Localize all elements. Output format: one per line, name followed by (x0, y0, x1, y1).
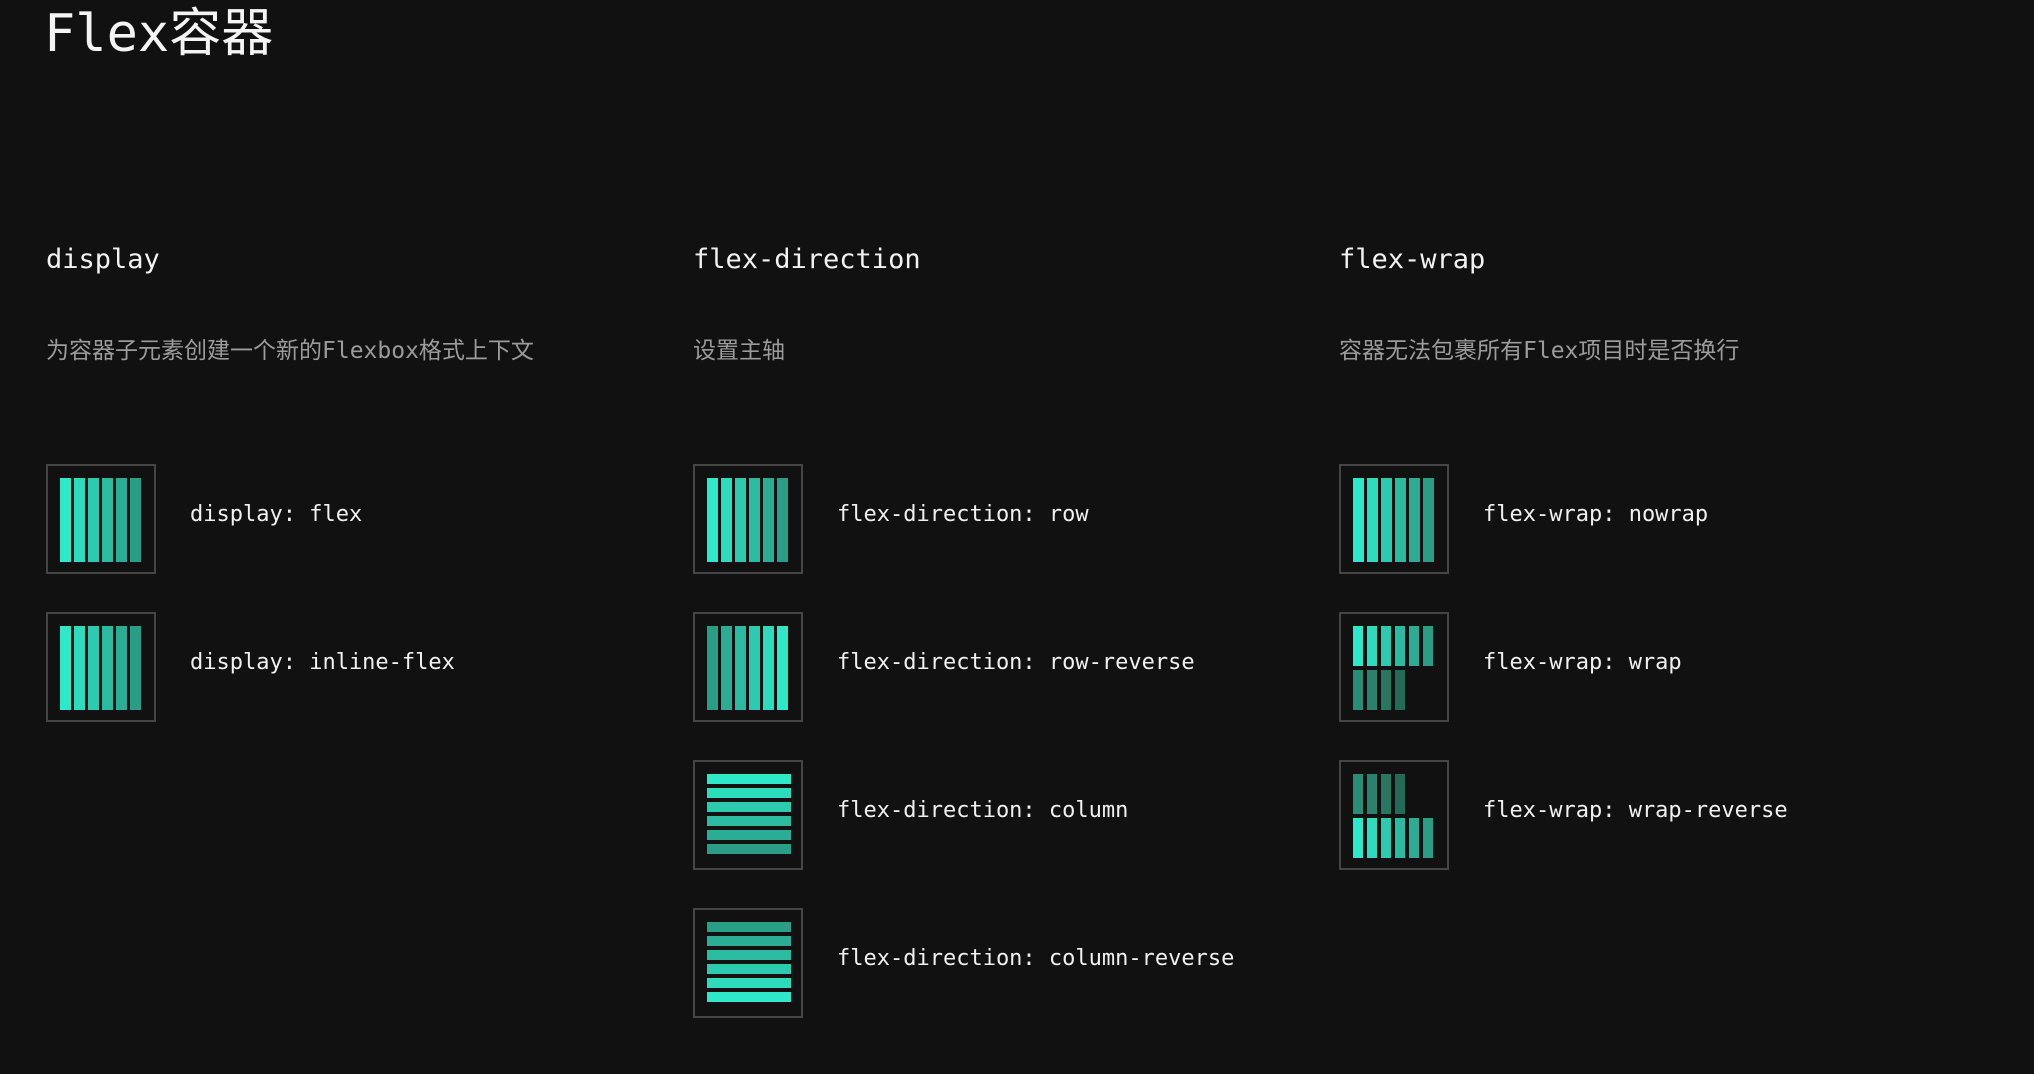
option-label: flex-direction: row-reverse (837, 650, 1195, 675)
flex-item-bar (88, 626, 99, 710)
flex-item-bar (88, 478, 99, 562)
flex-row-reverse-icon (693, 612, 803, 722)
flex-item-bar (1367, 818, 1377, 858)
flex-item-bar (707, 478, 718, 562)
option-display-flex[interactable]: display: flex (46, 464, 686, 574)
flex-item-bar (116, 478, 127, 562)
option-flex-direction-row-reverse[interactable]: flex-direction: row-reverse (693, 612, 1333, 722)
flex-item-bar (707, 964, 791, 974)
page-title: Flex容器 (44, 4, 274, 64)
flex-item-bar (74, 478, 85, 562)
flex-item-bar (1395, 818, 1405, 858)
flex-item-bar (130, 478, 141, 562)
flex-item-bar (1395, 670, 1405, 710)
section-heading: flex-direction (693, 244, 921, 275)
flex-item-bar (1423, 478, 1434, 562)
flex-item-bar (721, 478, 732, 562)
flex-row-icon (46, 612, 156, 722)
flex-item-bar (1381, 670, 1391, 710)
flex-item-bar (707, 936, 791, 946)
option-label: flex-wrap: nowrap (1483, 502, 1709, 527)
flex-item-bar (707, 992, 791, 1002)
option-flex-direction-column[interactable]: flex-direction: column (693, 760, 1333, 870)
flex-item-bar (763, 626, 774, 710)
flex-nowrap-icon (1339, 464, 1449, 574)
flex-item-bar (707, 978, 791, 988)
flex-item-bar (707, 802, 791, 812)
option-label: flex-wrap: wrap (1483, 650, 1682, 675)
flex-row-icon (46, 464, 156, 574)
flex-item-bar (735, 626, 746, 710)
flex-item-bar (1423, 626, 1433, 666)
flex-item-bar (1423, 818, 1433, 858)
flex-item-bar (777, 478, 788, 562)
flex-item-bar (707, 922, 791, 932)
option-flex-wrap-nowrap[interactable]: flex-wrap: nowrap (1339, 464, 1979, 574)
flex-item-bar (1395, 478, 1406, 562)
flex-wrap-reverse-icon (1339, 760, 1449, 870)
section-heading: display (46, 244, 160, 275)
option-label: flex-wrap: wrap-reverse (1483, 798, 1788, 823)
flex-column-icon (693, 760, 803, 870)
option-flex-direction-column-reverse[interactable]: flex-direction: column-reverse (693, 908, 1333, 1018)
flex-item-bar (707, 816, 791, 826)
flex-item-bar (1395, 774, 1405, 814)
flex-item-bar (102, 478, 113, 562)
flex-item-bar (1381, 626, 1391, 666)
section-description: 容器无法包裹所有Flex项目时是否换行 (1339, 338, 1740, 364)
flex-item-bar (1367, 478, 1378, 562)
flex-item-bar (1353, 626, 1363, 666)
flex-item-bar (721, 626, 732, 710)
flex-item-bar (735, 478, 746, 562)
option-flex-wrap-wrap-reverse[interactable]: flex-wrap: wrap-reverse (1339, 760, 1979, 870)
option-flex-wrap-wrap[interactable]: flex-wrap: wrap (1339, 612, 1979, 722)
option-label: flex-direction: column-reverse (837, 946, 1235, 971)
flex-item-bar (1353, 670, 1363, 710)
flex-item-bar (1367, 774, 1377, 814)
flex-wrap-icon (1339, 612, 1449, 722)
flex-item-bar (1367, 670, 1377, 710)
flex-item-bar (1409, 626, 1419, 666)
flex-item-bar (707, 844, 791, 854)
flex-item-bar (116, 626, 127, 710)
flex-item-bar (1353, 818, 1363, 858)
flex-item-bar (777, 626, 788, 710)
flex-item-bar (749, 478, 760, 562)
section-heading: flex-wrap (1339, 244, 1486, 275)
section-description: 设置主轴 (693, 338, 785, 364)
flex-item-bar (1367, 626, 1377, 666)
flex-item-bar (1381, 774, 1391, 814)
option-label: display: flex (190, 502, 363, 527)
flex-item-bar (707, 774, 791, 784)
option-flex-direction-row[interactable]: flex-direction: row (693, 464, 1333, 574)
flex-item-bar (749, 626, 760, 710)
flex-item-bar (60, 626, 71, 710)
flex-item-bar (1409, 818, 1419, 858)
flex-column-reverse-icon (693, 908, 803, 1018)
flex-item-bar (1353, 774, 1363, 814)
section-description: 为容器子元素创建一个新的Flexbox格式上下文 (46, 338, 534, 364)
flex-item-bar (102, 626, 113, 710)
flex-item-bar (60, 478, 71, 562)
option-label: display: inline-flex (190, 650, 455, 675)
flex-item-bar (707, 950, 791, 960)
flex-item-bar (1353, 478, 1364, 562)
flex-item-bar (763, 478, 774, 562)
flex-item-bar (1381, 478, 1392, 562)
flex-row-icon (693, 464, 803, 574)
flex-item-bar (707, 626, 718, 710)
flex-item-bar (1381, 818, 1391, 858)
option-display-inline-flex[interactable]: display: inline-flex (46, 612, 686, 722)
flex-item-bar (74, 626, 85, 710)
flex-item-bar (130, 626, 141, 710)
flex-item-bar (707, 830, 791, 840)
flex-item-bar (707, 788, 791, 798)
option-label: flex-direction: column (837, 798, 1129, 823)
flex-item-bar (1395, 626, 1405, 666)
flex-item-bar (1409, 478, 1420, 562)
option-label: flex-direction: row (837, 502, 1089, 527)
